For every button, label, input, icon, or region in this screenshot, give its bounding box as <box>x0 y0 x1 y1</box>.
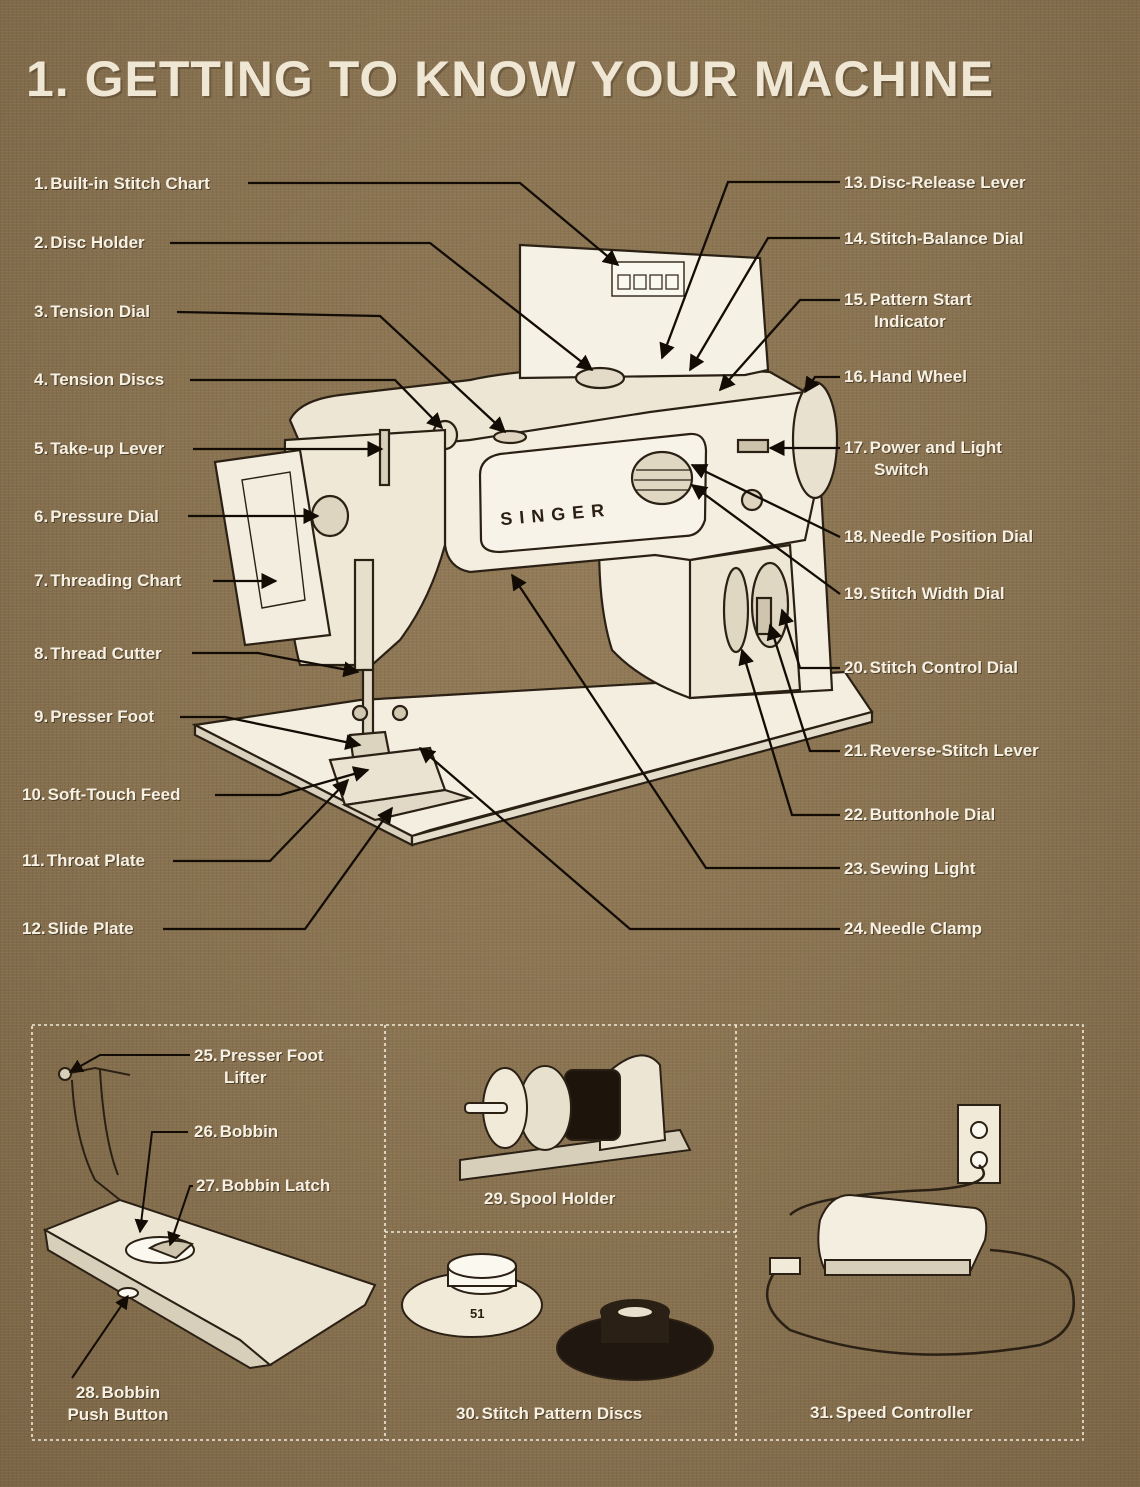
label-disc-holder: 2.Disc Holder <box>34 233 145 252</box>
bobbin-area-illustration <box>42 1066 377 1370</box>
label-stitch-width-dial: 19.Stitch Width Dial <box>844 584 1005 603</box>
leader-18 <box>690 463 841 539</box>
needle-position-dial <box>630 450 694 506</box>
leader-13 <box>659 180 840 360</box>
stitch-pattern-discs-illustration: 51 <box>401 1253 714 1381</box>
leader-2 <box>170 241 594 371</box>
label-speed-controller: 31.Speed Controller <box>810 1403 973 1422</box>
leader-8 <box>192 651 360 678</box>
slide-plate <box>341 788 475 822</box>
leader-20 <box>778 608 840 670</box>
thread-spool <box>564 1069 621 1141</box>
label-thread-cutter: 8.Thread Cutter <box>34 644 162 663</box>
leader-14 <box>689 236 840 372</box>
hand-wheel <box>791 380 839 500</box>
leader-19 <box>690 484 841 595</box>
label-reverse-stitch-lever: 21.Reverse-Stitch Lever <box>844 741 1039 760</box>
leader-22 <box>738 648 840 817</box>
label-stitch-pattern-discs: 30.Stitch Pattern Discs <box>456 1404 643 1423</box>
label-needle-position-dial: 18.Needle Position Dial <box>844 527 1034 546</box>
plug <box>769 1257 801 1275</box>
label-presser-foot: 9.Presser Foot <box>34 707 155 726</box>
leader-4 <box>190 378 444 430</box>
label-pressure-dial: 6.Pressure Dial <box>34 507 159 526</box>
reverse-stitch-lever <box>755 596 773 636</box>
spool-holder-illustration <box>459 1054 692 1182</box>
sewing-machine-illustration: SINGER <box>191 243 874 847</box>
label-needle-clamp: 24.Needle Clamp <box>844 919 983 938</box>
page-title: 1. GETTING TO KNOW YOUR MACHINE <box>26 51 995 107</box>
label-spool-holder: 29.Spool Holder <box>484 1189 616 1208</box>
label-threading-chart: 7.Threading Chart <box>34 571 182 590</box>
label-sewing-light: 23.Sewing Light <box>844 859 976 878</box>
leader-15 <box>718 298 840 392</box>
leader-1 <box>248 181 620 267</box>
leader-16 <box>804 375 840 394</box>
buttonhole-dial <box>722 566 750 654</box>
speed-controller-illustration <box>765 1104 1075 1356</box>
label-take-up-lever: 5.Take-up Lever <box>34 439 165 458</box>
label-stitch-control-dial: 20.Stitch Control Dial <box>844 658 1018 677</box>
leader-9 <box>180 715 362 750</box>
leader-21 <box>766 623 840 753</box>
disc-number: 51 <box>470 1306 484 1321</box>
label-buttonhole-dial: 22.Buttonhole Dial <box>844 805 996 824</box>
label-stitch-balance-dial: 14.Stitch-Balance Dial <box>844 229 1024 248</box>
tension-dial <box>492 429 528 445</box>
accessory-panel-frame <box>31 1024 1084 1441</box>
leader-12 <box>163 806 393 931</box>
label-slide-plate: 12.Slide Plate <box>22 919 134 938</box>
label-hand-wheel: 16.Hand Wheel <box>844 367 967 386</box>
power-light-switch <box>736 438 770 454</box>
leader-10 <box>215 766 370 797</box>
wall-outlet <box>957 1104 1001 1184</box>
presser-foot-lifter <box>58 1067 72 1081</box>
take-up-lever <box>378 428 391 487</box>
bobbin-push-button <box>117 1287 139 1299</box>
leader-11 <box>173 778 350 863</box>
label-bobbin: 26.Bobbin <box>194 1122 279 1141</box>
label-tension-dial: 3.Tension Dial <box>34 302 150 321</box>
leader-3 <box>176 310 507 434</box>
label-throat-plate: 11.Throat Plate <box>22 851 145 870</box>
disc-holder <box>574 366 626 390</box>
label-bobbin-latch: 27.Bobbin Latch <box>196 1176 331 1195</box>
leader-23 <box>511 573 840 870</box>
label-tension-discs: 4.Tension Discs <box>34 370 165 389</box>
foot-pedal <box>817 1193 988 1274</box>
threading-chart-flap <box>213 448 332 647</box>
label-built-in-stitch-chart: 1.Built-in Stitch Chart <box>34 174 210 193</box>
label-disc-release-lever: 13.Disc-Release Lever <box>844 173 1026 192</box>
label-soft-touch-feed: 10.Soft-Touch Feed <box>22 785 181 804</box>
leader-24 <box>418 746 840 931</box>
leader-lines <box>163 180 841 931</box>
